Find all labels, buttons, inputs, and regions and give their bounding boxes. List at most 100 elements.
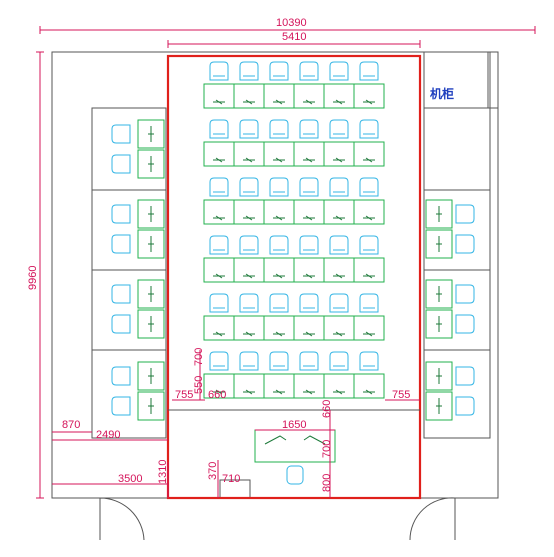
computer-icon <box>436 398 442 414</box>
chair <box>299 61 319 81</box>
chair <box>455 204 475 224</box>
computer-icon <box>213 389 225 395</box>
computer-icon <box>363 157 375 163</box>
chair <box>239 235 259 255</box>
computer-icon <box>303 331 315 337</box>
chair <box>359 61 379 81</box>
desk <box>293 199 325 225</box>
desk <box>203 373 235 399</box>
left-door <box>99 497 145 541</box>
chair <box>299 235 319 255</box>
chair <box>239 61 259 81</box>
computer-icon <box>273 157 285 163</box>
chair <box>359 351 379 371</box>
computer-icon <box>363 389 375 395</box>
desk <box>263 83 295 109</box>
dim-aisle-right: 755 <box>392 389 410 401</box>
computer-icon <box>363 215 375 221</box>
desk <box>293 315 325 341</box>
chair <box>111 124 131 144</box>
chair <box>269 235 289 255</box>
classroom-outline <box>166 54 422 500</box>
desk <box>353 141 385 167</box>
desk <box>263 199 295 225</box>
dim-row-gap: 550 <box>193 376 205 394</box>
desk <box>233 141 265 167</box>
chair <box>455 314 475 334</box>
chair <box>111 284 131 304</box>
desk <box>323 257 355 283</box>
right-door <box>409 497 456 541</box>
chair <box>209 235 229 255</box>
desk <box>353 257 385 283</box>
computer-icon <box>436 286 442 302</box>
chair <box>269 293 289 313</box>
computer-icon <box>243 389 255 395</box>
chair <box>111 154 131 174</box>
desk <box>353 199 385 225</box>
computer-icon <box>148 156 154 172</box>
dim-aisle-left: 755 <box>175 389 193 401</box>
desk <box>293 83 325 109</box>
cabinet-room <box>423 51 491 109</box>
dim-door-depth: 370 <box>207 462 219 480</box>
chair <box>455 396 475 416</box>
dimension-lines <box>36 26 536 499</box>
desk <box>263 257 295 283</box>
computer-icon <box>363 273 375 279</box>
podium-desk <box>254 429 336 463</box>
chair <box>111 234 131 254</box>
chair <box>209 61 229 81</box>
computer-icon <box>243 99 255 105</box>
right-side-seating <box>425 199 475 421</box>
chair <box>329 293 349 313</box>
computer-icon <box>333 389 345 395</box>
desk <box>323 141 355 167</box>
chair <box>269 177 289 197</box>
desk <box>263 141 295 167</box>
chair <box>239 119 259 139</box>
computer-icon <box>243 273 255 279</box>
computer-icon <box>148 126 154 142</box>
podium-monitor <box>264 435 326 445</box>
computer-icon <box>148 286 154 302</box>
computer-icon <box>333 215 345 221</box>
cabinet-wall <box>487 51 499 109</box>
desk <box>263 373 295 399</box>
chair <box>329 177 349 197</box>
desk <box>203 141 235 167</box>
computer-icon <box>213 99 225 105</box>
chair <box>209 293 229 313</box>
desk <box>353 83 385 109</box>
desk <box>233 315 265 341</box>
computer-icon <box>436 368 442 384</box>
left-alcove <box>91 107 167 439</box>
computer-icon <box>243 157 255 163</box>
computer-icon <box>303 99 315 105</box>
podium <box>254 429 336 485</box>
computer-icon <box>148 398 154 414</box>
dim-row-depth: 700 <box>193 348 205 366</box>
chair <box>329 235 349 255</box>
computer-icon <box>436 316 442 332</box>
computer-icon <box>243 331 255 337</box>
chair <box>359 235 379 255</box>
chair <box>359 119 379 139</box>
chair <box>329 61 349 81</box>
left-side-seating <box>111 119 165 421</box>
computer-icon <box>333 157 345 163</box>
dim-door-width: 710 <box>222 473 240 485</box>
desk <box>323 199 355 225</box>
computer-icon <box>213 273 225 279</box>
computer-icon <box>213 157 225 163</box>
computer-icon <box>303 273 315 279</box>
chair <box>269 119 289 139</box>
dim-front-depth: 1310 <box>157 460 169 484</box>
computer-icon <box>273 215 285 221</box>
chair <box>329 119 349 139</box>
desk <box>353 315 385 341</box>
computer-icon <box>436 206 442 222</box>
cabinet-label: 机柜 <box>430 86 454 101</box>
side-desk <box>137 229 165 259</box>
